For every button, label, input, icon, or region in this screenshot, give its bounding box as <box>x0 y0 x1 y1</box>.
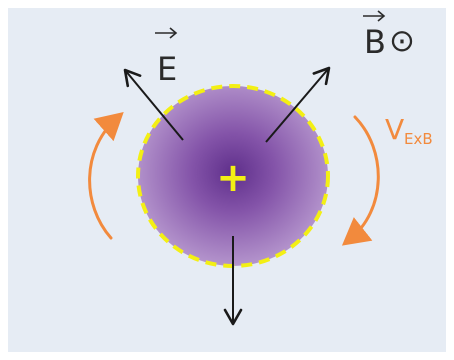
drift-arrow-right <box>341 115 380 246</box>
electric-field-vector-head <box>169 27 178 39</box>
electric-field-arrow-left <box>123 68 184 141</box>
out-of-page-symbol: ⊙ <box>389 23 415 59</box>
drift-arrow-left <box>88 112 124 240</box>
drift-velocity-label: V <box>385 113 404 146</box>
plasma-blob <box>138 86 328 266</box>
drift-velocity-subscript: ExB <box>404 130 433 148</box>
positive-charge-symbol: + <box>216 155 250 201</box>
electric-field-label: E <box>157 50 177 88</box>
magnetic-field-vector-head <box>377 10 386 22</box>
electric-field-arrow-right <box>265 66 331 143</box>
magnetic-field-label: B <box>364 23 386 61</box>
